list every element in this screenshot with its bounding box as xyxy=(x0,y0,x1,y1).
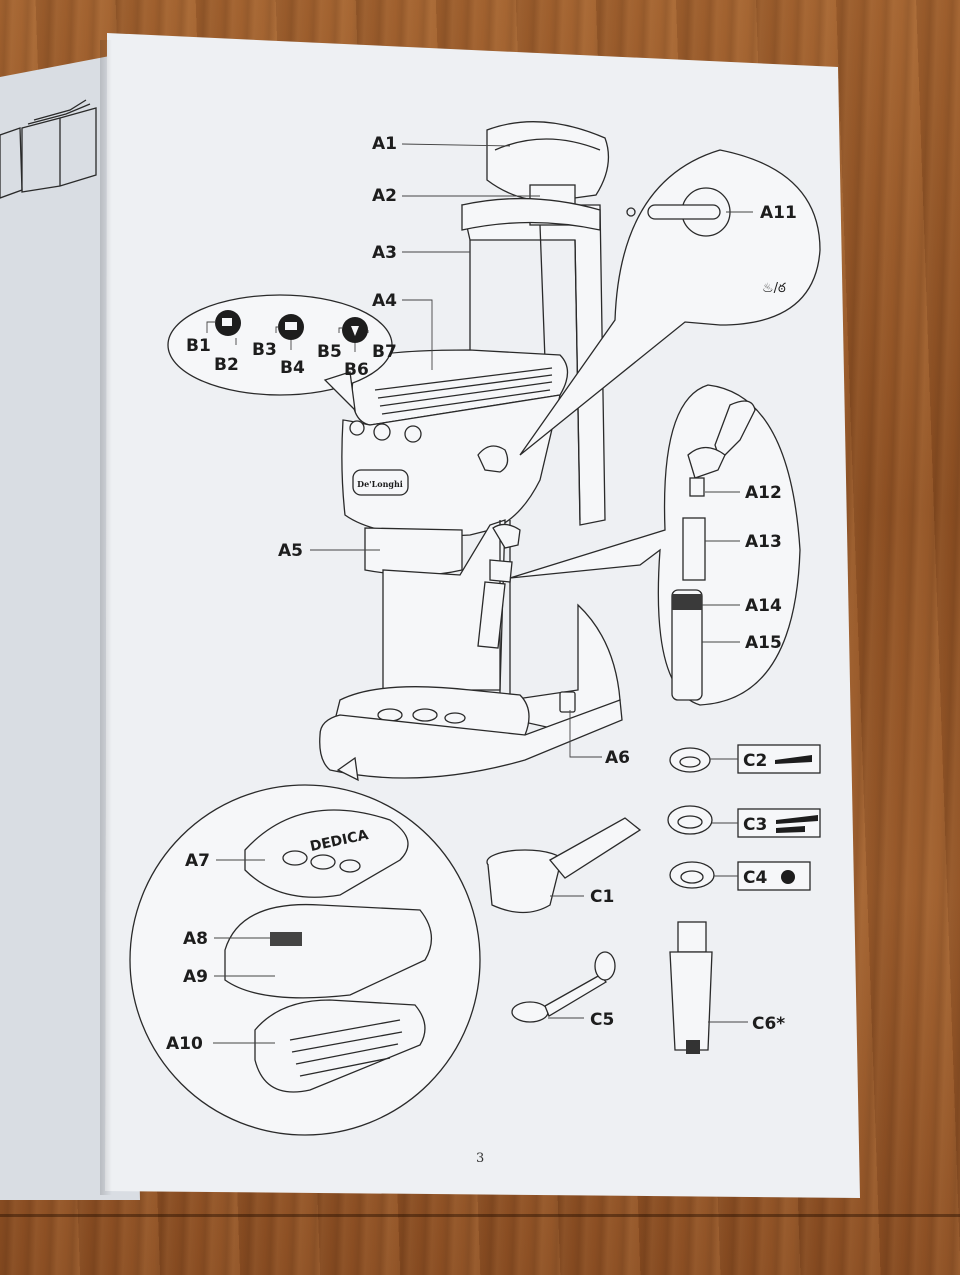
label-a3: A3 xyxy=(372,243,397,263)
label-a11: A11 xyxy=(760,203,797,223)
water-filter xyxy=(669,921,713,1054)
measuring-scoop xyxy=(511,951,616,1023)
label-c2: C2 xyxy=(743,751,767,771)
button-callout xyxy=(167,294,393,412)
brand-logo: De'Longhi xyxy=(357,479,403,489)
label-a4: A4 xyxy=(372,291,397,311)
pod-icon xyxy=(781,870,795,884)
part-labels: A1 A2 A3 A4 A5 A6 A7 A8 A9 A10 A11 A12 A… xyxy=(166,134,797,1054)
button-b1-b2 xyxy=(349,420,365,436)
steam-selector-callout: ♨/ఠ xyxy=(519,149,821,456)
float-indicator xyxy=(270,932,302,946)
label-a9: A9 xyxy=(183,967,208,987)
label-b4: B4 xyxy=(280,358,305,378)
label-a2: A2 xyxy=(372,186,397,206)
label-a7: A7 xyxy=(185,851,210,871)
label-b3: B3 xyxy=(252,340,277,360)
steam-hotwater-icon: ♨/ఠ xyxy=(762,281,786,296)
page-fold-shadow xyxy=(100,40,112,1195)
steam-wand-callout xyxy=(509,384,801,706)
label-c6: C6* xyxy=(752,1014,785,1034)
drip-tray-callout: DEDICA xyxy=(129,756,481,1136)
filters xyxy=(667,744,821,891)
label-a12: A12 xyxy=(745,483,782,503)
steam-knob xyxy=(477,445,509,473)
label-c1: C1 xyxy=(590,887,614,907)
label-a14: A14 xyxy=(745,596,782,616)
leader-lines xyxy=(213,143,753,1044)
label-c3: C3 xyxy=(743,815,767,835)
label-a6: A6 xyxy=(605,748,630,768)
single-scoop-icon xyxy=(775,755,812,764)
table-seam xyxy=(0,1214,960,1217)
label-c5: C5 xyxy=(590,1010,614,1030)
label-b1: B1 xyxy=(186,336,211,356)
label-a13: A13 xyxy=(745,532,782,552)
label-c4: C4 xyxy=(743,868,767,888)
page-number: 3 xyxy=(476,1151,484,1166)
label-b6: B6 xyxy=(344,360,369,380)
double-scoop-icon xyxy=(776,815,818,833)
label-a15: A15 xyxy=(745,633,782,653)
cup-warmer-grill xyxy=(374,367,553,415)
coffee-machine: De'Longhi xyxy=(319,121,623,779)
brand-plate xyxy=(352,469,409,496)
power-switch xyxy=(559,691,576,713)
label-a8: A8 xyxy=(183,929,208,949)
label-a1: A1 xyxy=(372,134,397,154)
manual-book-icon xyxy=(0,99,97,199)
button-b3-b4 xyxy=(373,423,391,441)
label-a10: A10 xyxy=(166,1034,203,1054)
label-b2: B2 xyxy=(214,355,239,375)
portafilter xyxy=(486,817,642,914)
label-b7: B7 xyxy=(372,342,397,362)
button-b5-b7 xyxy=(404,425,422,443)
label-a5: A5 xyxy=(278,541,303,561)
label-b5: B5 xyxy=(317,342,342,362)
